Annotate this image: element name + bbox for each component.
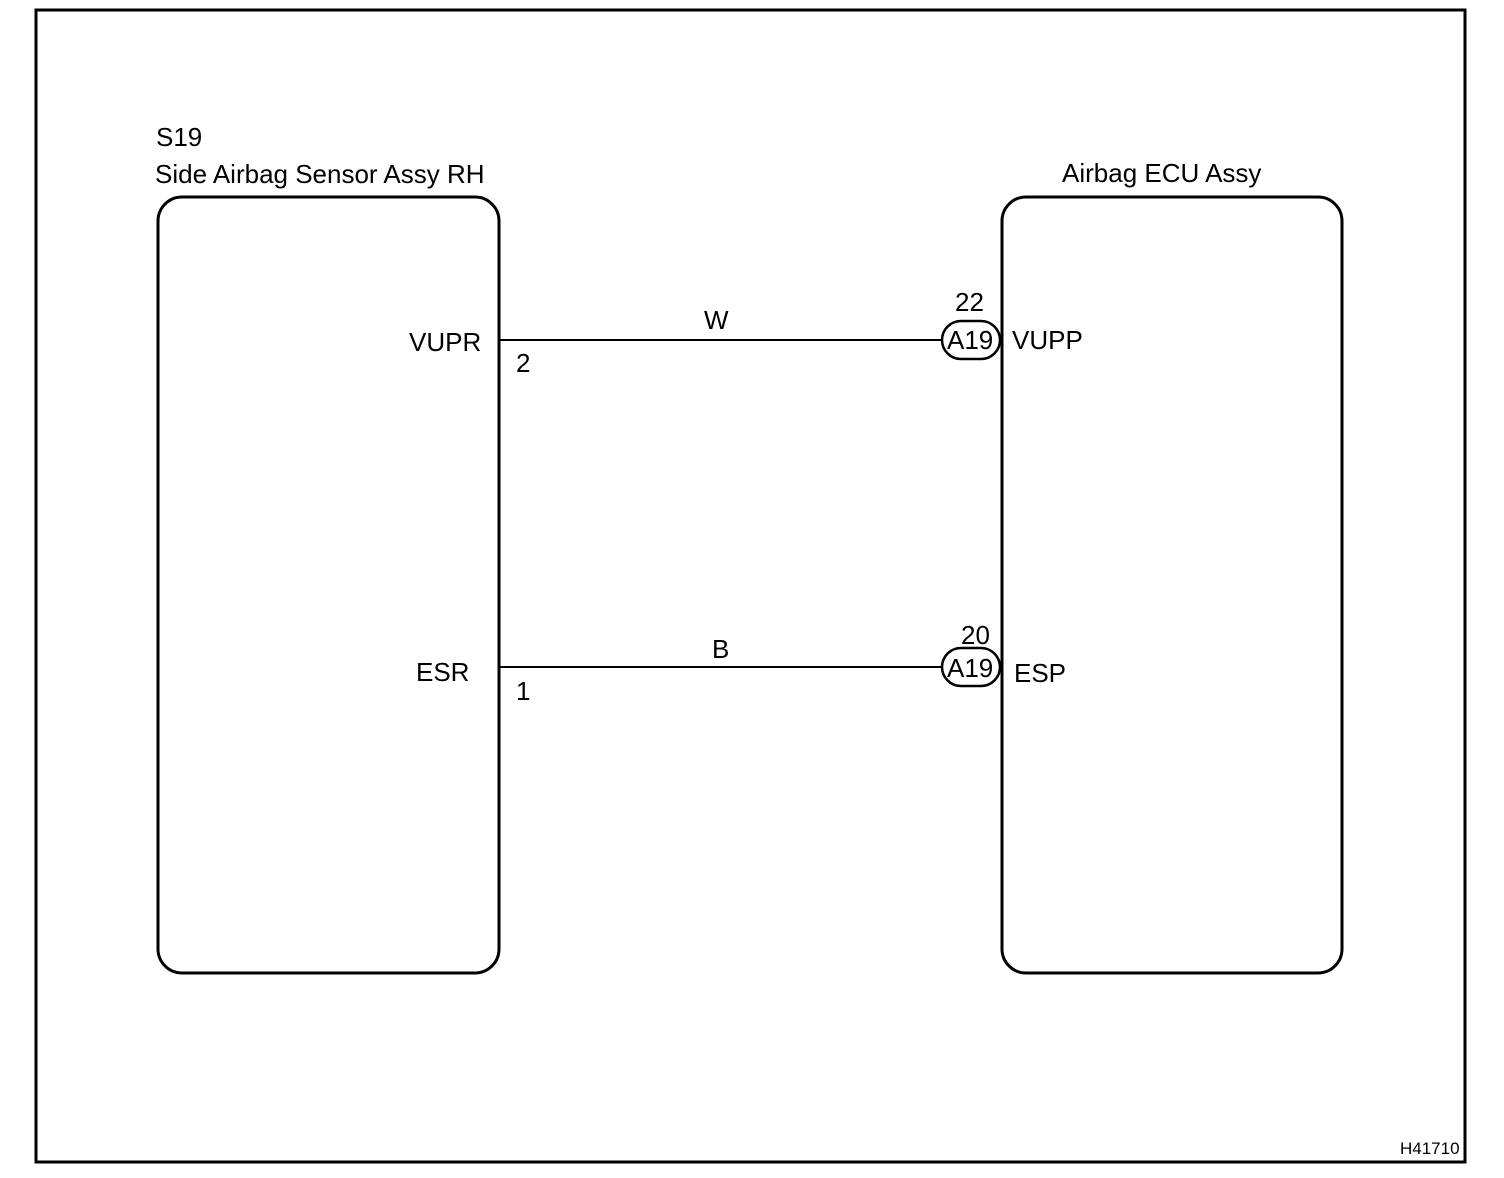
ecu-terminal-label: VUPP xyxy=(1012,325,1083,355)
sensor-pin-number: 1 xyxy=(516,676,531,706)
figure-id: H41710 xyxy=(1400,1139,1460,1158)
wire-color-label: B xyxy=(712,634,730,664)
sensor-box xyxy=(156,195,501,975)
connector-code: A19 xyxy=(947,325,994,355)
sensor-name: Side Airbag Sensor Assy RH xyxy=(155,159,485,189)
connector-code: A19 xyxy=(947,653,994,683)
sensor-code: S19 xyxy=(156,122,203,152)
ecu-pin-number: 20 xyxy=(961,620,990,650)
ecu-name: Airbag ECU Assy xyxy=(1062,158,1262,188)
sensor-terminal-label: VUPR xyxy=(409,327,482,357)
sensor-terminal-label: ESR xyxy=(416,657,470,687)
wire-color-label: W xyxy=(704,305,729,335)
ecu-terminal-label: ESP xyxy=(1014,658,1067,688)
connector-a19-bottom xyxy=(940,646,1002,688)
connector-a19-top xyxy=(940,319,1002,361)
diagram-frame xyxy=(34,8,1467,1164)
sensor-pin-number: 2 xyxy=(516,348,531,378)
ecu-box xyxy=(1000,195,1344,975)
ecu-pin-number: 22 xyxy=(955,287,984,317)
